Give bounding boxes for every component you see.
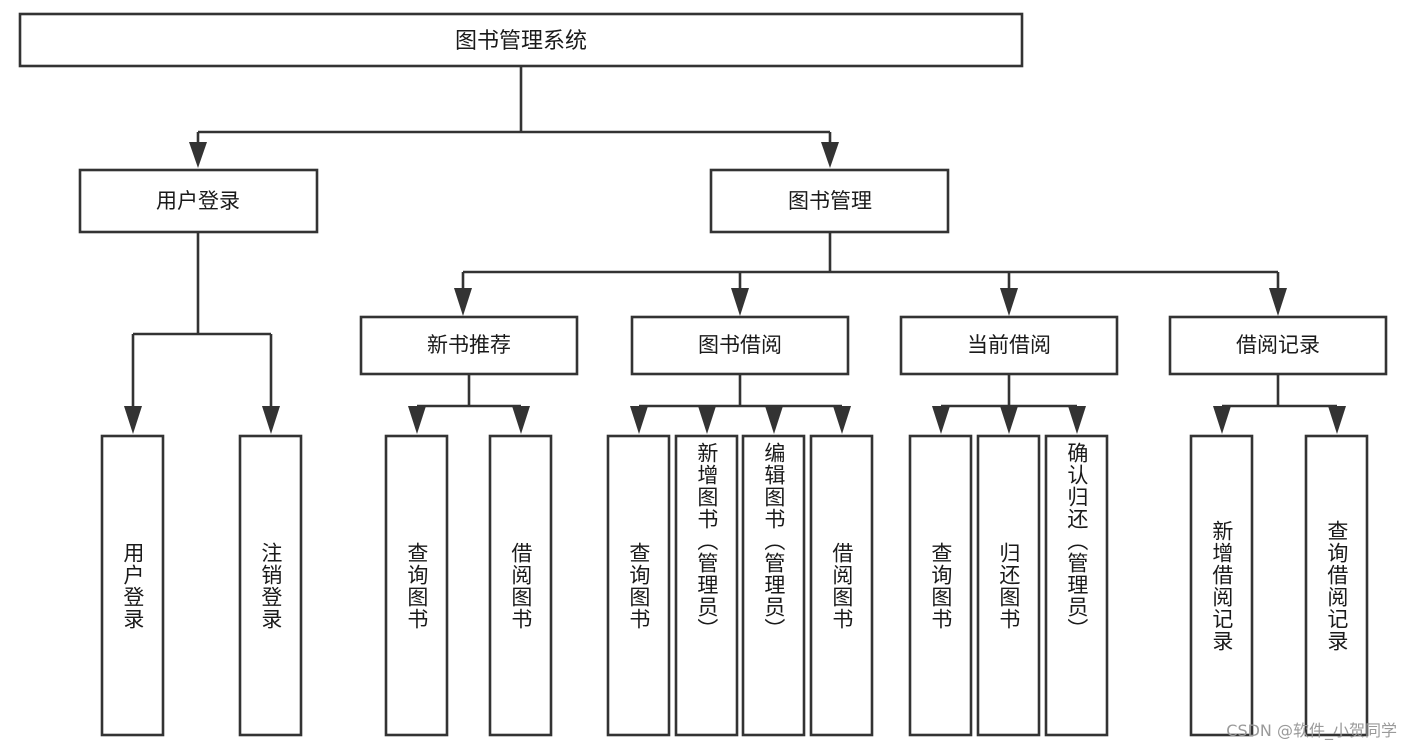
- node-leaf-query-book-1-box[interactable]: [384, 434, 449, 737]
- node-user-login-box[interactable]: [78, 168, 319, 234]
- node-root-box[interactable]: [18, 12, 1024, 68]
- node-book-borrow-label: 图书借阅: [698, 333, 782, 357]
- connector-group-current-borrow: [932, 374, 1086, 434]
- node-leaf-add-record-box[interactable]: [1189, 434, 1254, 737]
- node-user-login[interactable]: 用户登录: [78, 168, 319, 234]
- node-book-management-label: 图书管理: [788, 189, 872, 213]
- leaf-boxes: [100, 434, 1369, 737]
- arrow-icon-leaf-confirm-return: [1068, 406, 1086, 434]
- node-book-borrow[interactable]: 图书借阅: [630, 315, 850, 376]
- node-current-borrow-box[interactable]: [899, 315, 1119, 376]
- arrow-icon-leaf-user-login: [124, 406, 142, 434]
- node-leaf-borrow-book-2-box[interactable]: [809, 434, 874, 737]
- csdn-watermark: CSDN @软件_小贺同学: [1226, 721, 1397, 740]
- arrow-icon-leaf-edit-book: [765, 406, 783, 434]
- node-leaf-borrow-book-1-box[interactable]: [488, 434, 553, 737]
- arrow-icon-leaf-query-book-1: [408, 406, 426, 434]
- node-new-book-recommend[interactable]: 新书推荐: [359, 315, 579, 376]
- arrow-icon-leaf-query-book-3: [932, 406, 950, 434]
- arrow-icon-leaf-add-book: [698, 406, 716, 434]
- arrow-icon-user-login: [189, 142, 207, 168]
- node-borrow-record-box[interactable]: [1168, 315, 1388, 376]
- connector-group-book-borrow: [630, 374, 851, 434]
- node-new-book-recommend-label: 新书推荐: [427, 333, 511, 357]
- node-leaf-add-book-box[interactable]: [674, 434, 739, 737]
- node-leaf-user-login-box[interactable]: [100, 434, 165, 737]
- connector-group-new-book-recommend: [408, 374, 530, 434]
- node-current-borrow-label: 当前借阅: [967, 333, 1051, 357]
- connector-group-root: [189, 66, 839, 168]
- node-current-borrow[interactable]: 当前借阅: [899, 315, 1119, 376]
- node-leaf-edit-book-box[interactable]: [741, 434, 806, 737]
- node-root[interactable]: 图书管理系统: [18, 12, 1024, 68]
- node-user-login-label: 用户登录: [156, 189, 240, 213]
- node-leaf-query-book-2-box[interactable]: [606, 434, 671, 737]
- connector-group-user-login: [124, 232, 280, 434]
- arrow-icon-book-borrow: [731, 288, 749, 316]
- arrow-icon-borrow-record: [1269, 288, 1287, 316]
- connector-group-book-management: [454, 232, 1287, 316]
- node-book-management-box[interactable]: [709, 168, 950, 234]
- node-borrow-record[interactable]: 借阅记录: [1168, 315, 1388, 376]
- arrow-icon-leaf-logout-login: [262, 406, 280, 434]
- node-leaf-query-record-box[interactable]: [1304, 434, 1369, 737]
- node-leaf-return-book-box[interactable]: [976, 434, 1041, 737]
- arrow-icon-leaf-borrow-book-1: [512, 406, 530, 434]
- arrow-icon-book-management: [821, 142, 839, 168]
- arrow-icon-leaf-query-record: [1328, 406, 1346, 434]
- node-leaf-logout-login-box[interactable]: [238, 434, 303, 737]
- node-book-borrow-box[interactable]: [630, 315, 850, 376]
- node-root-label: 图书管理系统: [455, 29, 587, 54]
- arrow-icon-new-book-recommend: [454, 288, 472, 316]
- node-borrow-record-label: 借阅记录: [1236, 333, 1320, 357]
- node-leaf-confirm-return-box[interactable]: [1044, 434, 1109, 737]
- arrow-icon-leaf-add-record: [1213, 406, 1231, 434]
- connector-group-borrow-record: [1213, 374, 1346, 434]
- arrow-icon-leaf-query-book-2: [630, 406, 648, 434]
- node-new-book-recommend-box[interactable]: [359, 315, 579, 376]
- node-leaf-query-book-3-box[interactable]: [908, 434, 973, 737]
- arrow-icon-leaf-return-book: [1000, 406, 1018, 434]
- arrow-icon-leaf-borrow-book-2: [833, 406, 851, 434]
- arrow-icon-current-borrow: [1000, 288, 1018, 316]
- node-book-management[interactable]: 图书管理: [709, 168, 950, 234]
